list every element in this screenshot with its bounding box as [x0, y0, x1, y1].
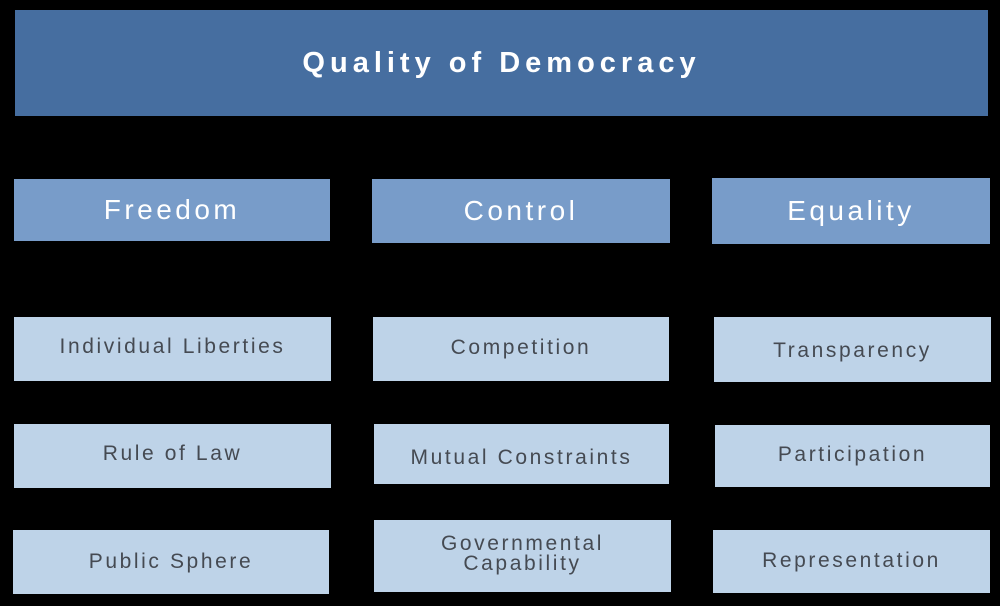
- item-representation: Representation: [713, 530, 990, 593]
- item-rule-of-law: Rule of Law: [14, 424, 331, 488]
- category-control: Control: [372, 179, 670, 243]
- item-participation: Participation: [715, 425, 990, 487]
- title-box: Quality of Democracy: [15, 10, 988, 116]
- diagram-title: Quality of Democracy: [302, 46, 701, 79]
- item-individual-liberties: Individual Liberties: [14, 317, 331, 381]
- category-label: Freedom: [103, 194, 241, 225]
- item-label-line-2: Capability: [463, 552, 582, 575]
- item-mutual-constraints: Mutual Constraints: [374, 424, 669, 484]
- category-label: Equality: [787, 195, 915, 226]
- item-governmental-capability: Governmental Capability: [374, 520, 671, 592]
- item-label: Individual Liberties: [59, 335, 286, 358]
- category-freedom: Freedom: [14, 179, 330, 241]
- item-public-sphere: Public Sphere: [13, 530, 329, 594]
- item-label-line-1: Governmental: [440, 532, 605, 555]
- item-label: Representation: [762, 548, 941, 572]
- item-label: Public Sphere: [88, 550, 254, 573]
- item-label: Competition: [450, 336, 592, 359]
- item-competition: Competition: [373, 317, 669, 381]
- item-transparency: Transparency: [714, 317, 991, 382]
- item-label: Participation: [777, 443, 928, 466]
- item-label: Mutual Constraints: [410, 446, 633, 469]
- category-equality: Equality: [712, 178, 990, 244]
- item-label: Rule of Law: [102, 442, 243, 465]
- category-label: Control: [463, 195, 579, 226]
- item-label: Transparency: [773, 338, 932, 362]
